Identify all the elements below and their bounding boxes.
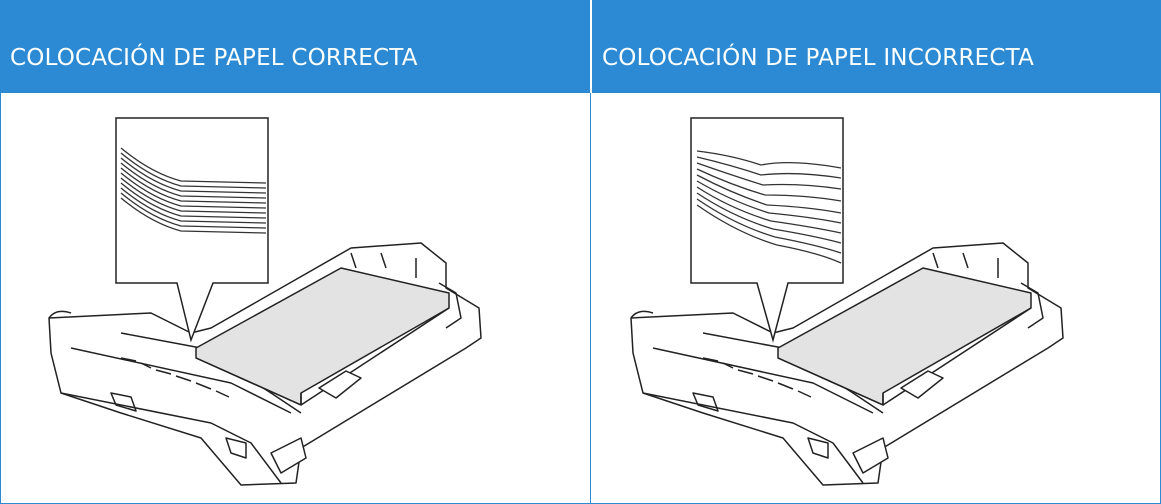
paper-tray-curled-stack-illustration <box>630 117 1064 486</box>
cell-incorrect-illustration <box>590 93 1161 504</box>
column-header-incorrect-label: COLOCACIÓN DE PAPEL INCORRECTA <box>602 45 1035 71</box>
column-header-correct-label: COLOCACIÓN DE PAPEL CORRECTA <box>10 45 418 71</box>
column-header-incorrect: COLOCACIÓN DE PAPEL INCORRECTA <box>590 0 1161 93</box>
column-header-correct: COLOCACIÓN DE PAPEL CORRECTA <box>0 0 590 93</box>
cell-correct-illustration <box>0 93 590 504</box>
paper-tray-flat-stack-illustration <box>48 117 482 486</box>
